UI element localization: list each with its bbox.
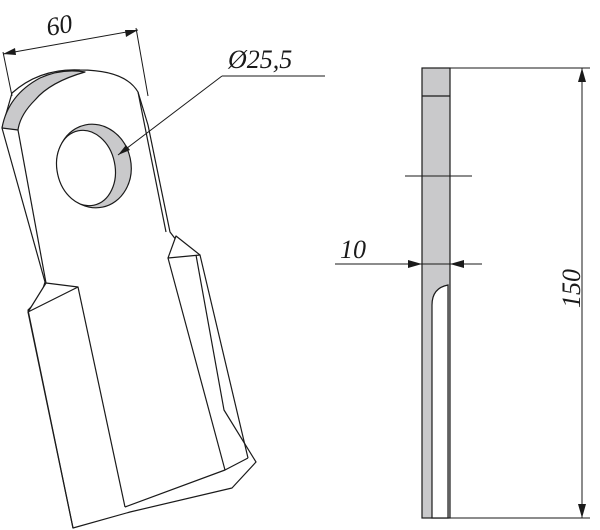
thickness-arrow-left	[408, 260, 422, 268]
width-arrow-left	[3, 48, 16, 55]
hole-diameter-leader	[117, 75, 325, 156]
width-dim-line	[2, 29, 139, 55]
length-dimension-label: 150	[557, 269, 586, 308]
width-ext-line-right	[135, 27, 149, 97]
right-shoulder-bevel	[167, 235, 201, 259]
thickness-dimension	[335, 260, 482, 268]
blade-side-view	[405, 67, 472, 519]
shoulder-line-right	[137, 91, 167, 233]
top-bevel	[1, 70, 86, 131]
left-edge-line	[27, 311, 74, 529]
width-dimension-label: 60	[44, 9, 75, 42]
hole-diameter-label: Ø25,5	[227, 45, 292, 74]
width-ext-line-left	[2, 51, 13, 97]
side-bevel-face	[431, 284, 449, 519]
right-edge-line	[199, 254, 249, 459]
hole-leader-arrow	[118, 145, 130, 155]
left-bevel-line	[77, 286, 126, 508]
length-arrow-bottom	[578, 504, 586, 518]
thickness-arrow-right	[450, 260, 464, 268]
length-dimension	[450, 67, 590, 519]
left-shoulder-bevel	[27, 282, 79, 313]
shoulder-line-left	[17, 129, 47, 284]
hole-inner	[55, 129, 117, 207]
blade-front-view	[1, 69, 257, 529]
bottom-edge	[124, 457, 249, 508]
right-bevel-line	[167, 257, 226, 471]
thickness-dimension-label: 10	[340, 235, 366, 264]
width-arrow-right	[125, 30, 138, 37]
length-arrow-top	[578, 68, 586, 82]
width-dimension	[2, 27, 149, 97]
hole-leader-diagonal	[117, 75, 223, 156]
